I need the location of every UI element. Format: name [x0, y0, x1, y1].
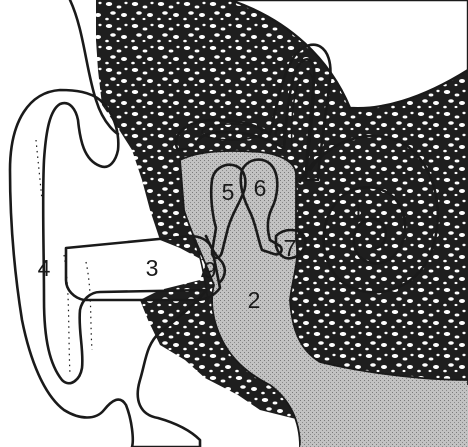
label-5: 5	[222, 179, 235, 205]
label-9: 9	[204, 257, 217, 283]
label-1: 1	[352, 199, 365, 225]
label-8: 8	[274, 117, 287, 143]
label-3: 3	[146, 255, 159, 281]
label-4: 4	[38, 255, 51, 281]
label-7: 7	[284, 235, 297, 261]
label-6: 6	[254, 175, 267, 201]
label-2: 2	[248, 287, 261, 313]
